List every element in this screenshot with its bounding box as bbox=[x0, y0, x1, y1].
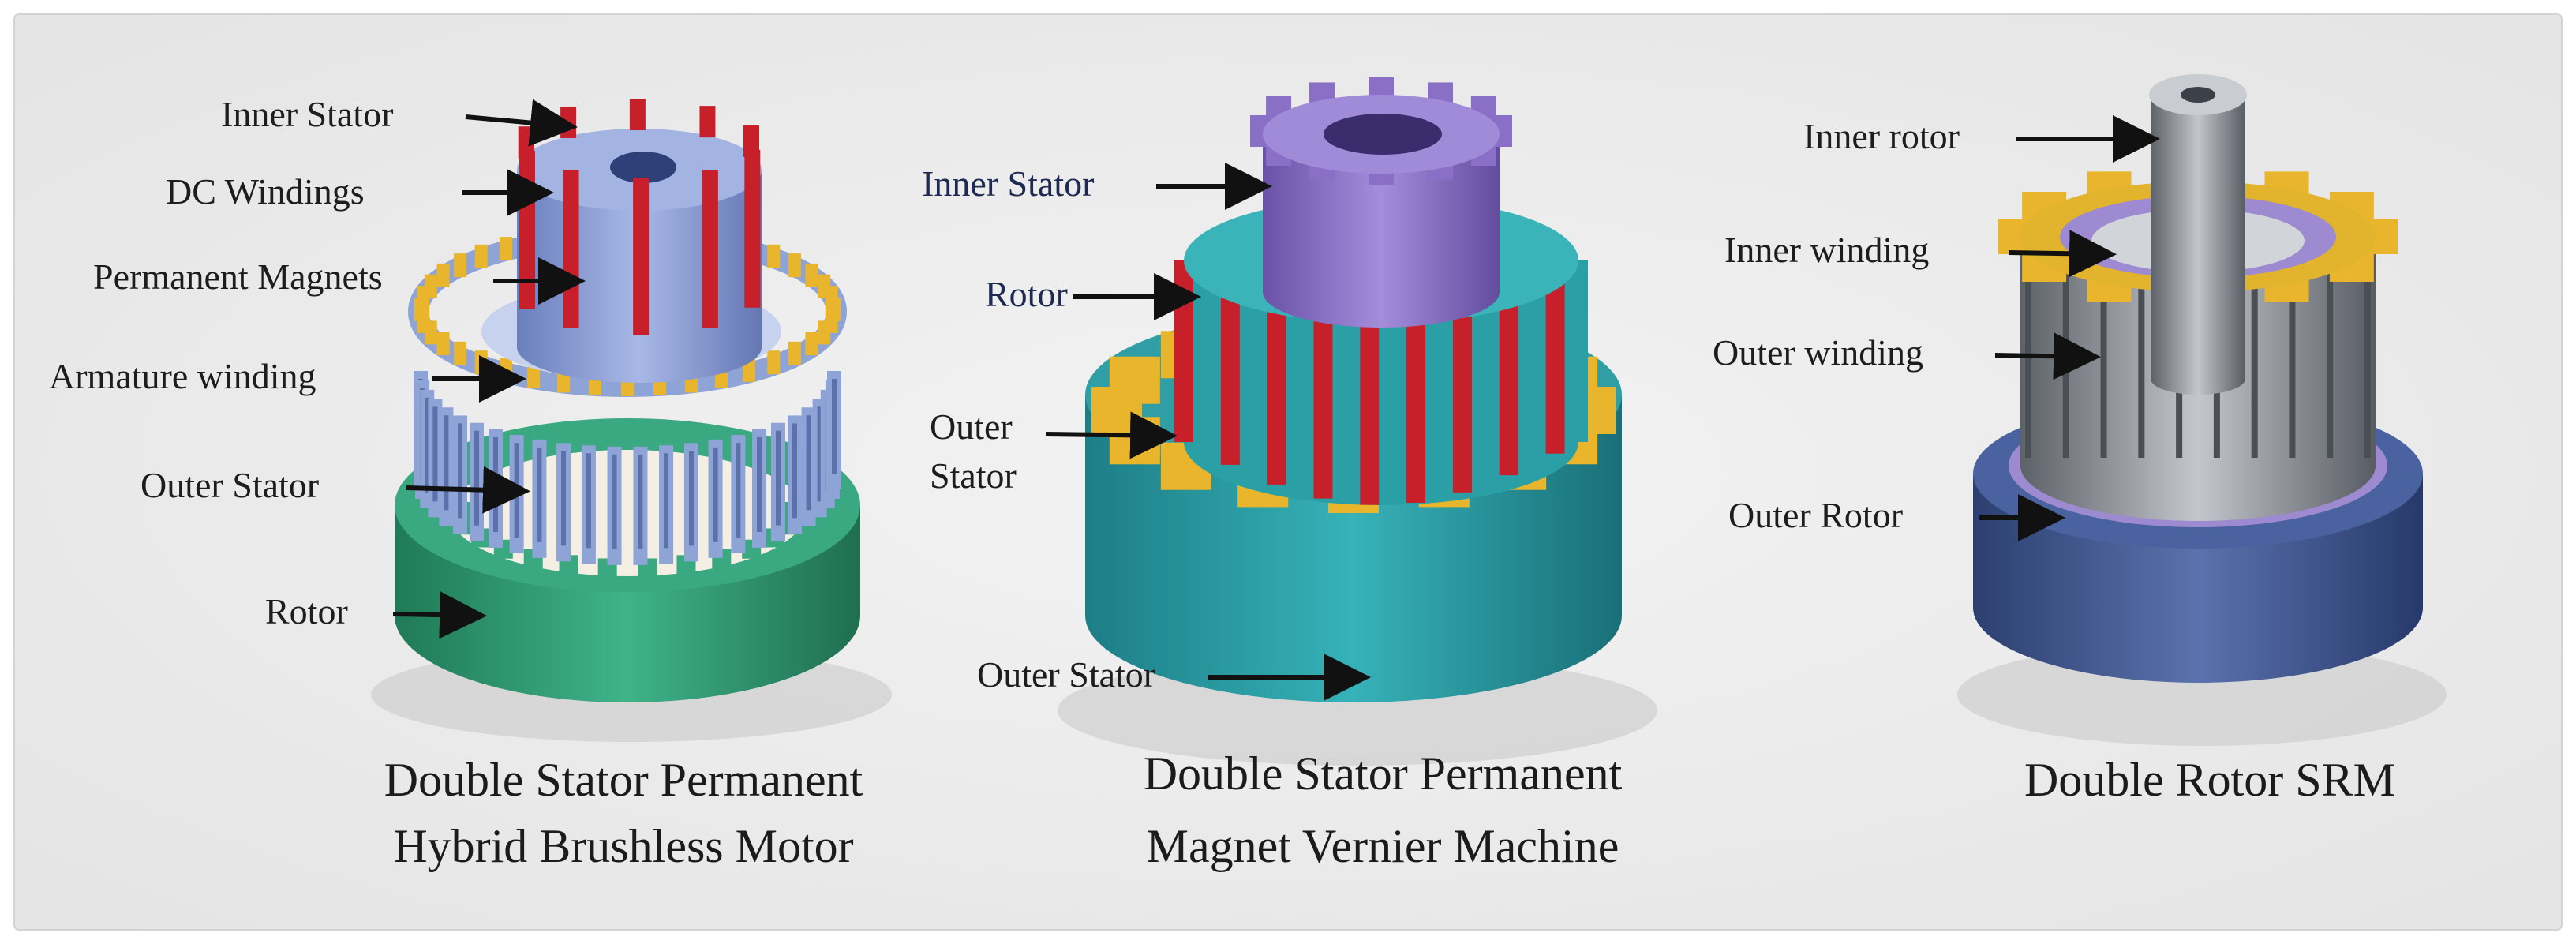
outer-winding-gap bbox=[2100, 253, 2107, 458]
armature-coil bbox=[767, 350, 781, 375]
stator-tooth-shade bbox=[612, 454, 617, 549]
armature-coil bbox=[474, 244, 488, 268]
outer-winding-gap bbox=[2138, 253, 2145, 458]
label-dc-windings: DC Windings bbox=[166, 171, 365, 212]
stator-tooth-shade bbox=[425, 397, 430, 493]
dc-winding-coil bbox=[702, 170, 718, 328]
label-inner-rotor: Inner rotor bbox=[1803, 116, 1960, 156]
armature-coil bbox=[474, 350, 488, 375]
label-permanent-magnets: Permanent Magnets bbox=[93, 257, 383, 297]
dc-winding-coil bbox=[744, 149, 761, 308]
armature-coil bbox=[818, 320, 831, 345]
label-armature-winding: Armature winding bbox=[49, 356, 316, 396]
rotor-stripe bbox=[1174, 260, 1193, 442]
armature-coil bbox=[436, 263, 450, 287]
caption-machine-1-line-1: Double Stator Permanent bbox=[384, 754, 863, 806]
outer-stator-teeth-group bbox=[414, 371, 841, 565]
armature-coil bbox=[788, 341, 801, 365]
stator-tooth-shade bbox=[757, 436, 762, 532]
armature-coil bbox=[767, 244, 781, 268]
stator-tooth-shade bbox=[736, 443, 741, 538]
caption-machine-3: Double Rotor SRM bbox=[2024, 754, 2395, 806]
armature-coil bbox=[788, 253, 801, 278]
dc-winding-coil bbox=[743, 125, 759, 157]
rotor-stripe bbox=[1522, 272, 1542, 465]
machine-2-illustration bbox=[1058, 77, 1657, 766]
stator-tooth-shade bbox=[474, 430, 480, 526]
stator-tooth-shade bbox=[586, 453, 591, 549]
caption-machine-2-line-1: Double Stator Permanent bbox=[1144, 747, 1623, 800]
stator-tooth-shade bbox=[537, 447, 542, 542]
armature-coil bbox=[825, 286, 838, 310]
stator-tooth-shade bbox=[561, 451, 567, 546]
dc-winding-coil bbox=[633, 177, 650, 335]
stator-tooth-shade bbox=[688, 451, 694, 546]
stator-tooth-shade bbox=[832, 379, 837, 474]
label-rotor-1: Rotor bbox=[265, 591, 348, 631]
rotor-stripe bbox=[1545, 266, 1565, 454]
stator-tooth-shade bbox=[775, 430, 781, 526]
label-outer-stator-1: Outer Stator bbox=[140, 465, 319, 505]
rotor-stripe bbox=[1476, 281, 1496, 485]
armature-coil bbox=[424, 274, 437, 298]
stator-tooth-shade bbox=[444, 415, 449, 511]
machine-1-illustration bbox=[371, 99, 892, 742]
rotor-stripe bbox=[1452, 285, 1472, 493]
armature-coil bbox=[500, 237, 513, 261]
label-outer-winding: Outer winding bbox=[1713, 332, 1923, 373]
dc-winding-coil bbox=[560, 106, 577, 138]
rotor-stripe bbox=[1290, 285, 1310, 493]
outer-winding-gap bbox=[2251, 253, 2258, 458]
stator-tooth-shade bbox=[806, 415, 811, 511]
outer-winding-gap bbox=[2364, 253, 2371, 458]
armature-coil bbox=[805, 332, 818, 356]
label-inner-stator-2: Inner Stator bbox=[922, 163, 1094, 204]
label-outer-stator-2-line-1: Outer bbox=[930, 406, 1013, 447]
dc-winding-coil bbox=[518, 126, 534, 159]
dc-winding-coil bbox=[563, 170, 579, 328]
dc-winding-coil bbox=[699, 106, 716, 138]
armature-coil bbox=[454, 253, 467, 278]
rotor-stripe bbox=[1197, 266, 1217, 454]
label-outer-rotor: Outer Rotor bbox=[1728, 495, 1903, 535]
rotor-stripe bbox=[1569, 260, 1588, 442]
outer-winding-gap bbox=[2327, 253, 2334, 458]
outer-stator-magnet bbox=[1109, 356, 1160, 404]
armature-coil bbox=[454, 341, 467, 365]
outer-winding-gap bbox=[2289, 253, 2296, 458]
rotor-stripe bbox=[1220, 272, 1240, 465]
label-inner-stator-1: Inner Stator bbox=[221, 94, 393, 134]
label-inner-winding: Inner winding bbox=[1724, 230, 1929, 270]
dc-winding-coil bbox=[519, 151, 536, 309]
stator-tooth-shade bbox=[638, 454, 643, 549]
label-outer-stator-2-line-2: Stator bbox=[930, 455, 1017, 496]
label-rotor-2: Rotor bbox=[985, 274, 1068, 314]
armature-coil bbox=[527, 364, 541, 388]
armature-coil bbox=[805, 263, 818, 287]
stator-tooth-shade bbox=[432, 406, 438, 502]
stator-tooth-shade bbox=[817, 406, 822, 502]
stator-tooth-shade bbox=[492, 436, 498, 532]
dc-winding-coil bbox=[629, 99, 646, 131]
label-outer-stator-2-bottom: Outer Stator bbox=[977, 654, 1155, 695]
stator-tooth-shade bbox=[458, 423, 463, 519]
stator-tooth-shade bbox=[664, 453, 669, 549]
caption-machine-1-line-2: Hybrid Brushless Motor bbox=[393, 820, 853, 872]
rotor-stripe bbox=[1267, 281, 1286, 485]
caption-machine-2-line-2: Magnet Vernier Machine bbox=[1147, 820, 1619, 872]
stator-tooth-shade bbox=[713, 447, 718, 542]
armature-coil bbox=[436, 332, 450, 356]
stator-tooth-shade bbox=[792, 423, 797, 519]
